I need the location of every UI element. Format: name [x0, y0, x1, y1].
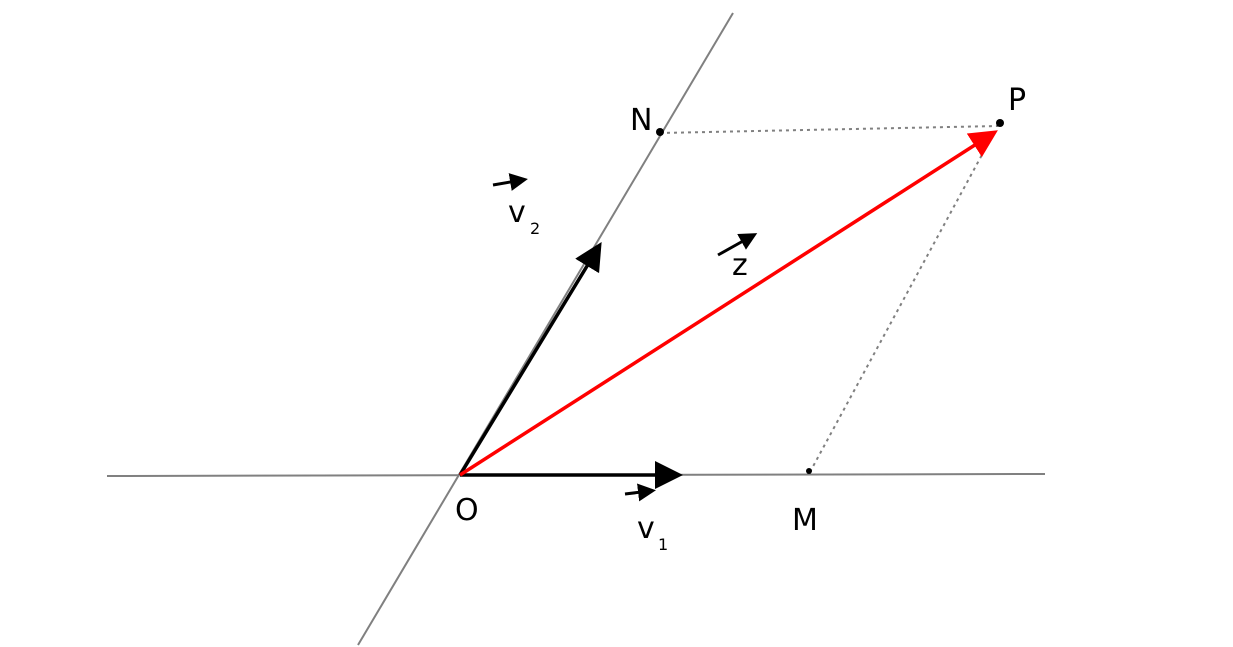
point-m-label: M [792, 503, 818, 538]
projection-line-n-p [659, 125, 999, 134]
vector-z-arrow [459, 130, 998, 477]
projection-line-m-p [809, 139, 991, 473]
v1-label: v [637, 511, 655, 546]
point-p-dot [996, 119, 1004, 127]
v2-label: v [508, 195, 526, 230]
v2-label-arrow-icon [492, 173, 528, 191]
v1-label-arrow-icon [624, 483, 656, 502]
oblique-axis-line [357, 12, 734, 646]
point-n-dot [656, 128, 664, 136]
point-p-label: P [1008, 83, 1026, 118]
origin-label: O [455, 493, 479, 528]
z-label-arrow-icon [717, 233, 758, 257]
z-label: z [732, 248, 748, 283]
v2-subscript: 2 [530, 219, 540, 238]
v1-subscript: 1 [658, 535, 668, 554]
point-n-label: N [630, 103, 652, 138]
point-m-dot [806, 468, 812, 474]
vector-v2-arrow [458, 242, 602, 476]
